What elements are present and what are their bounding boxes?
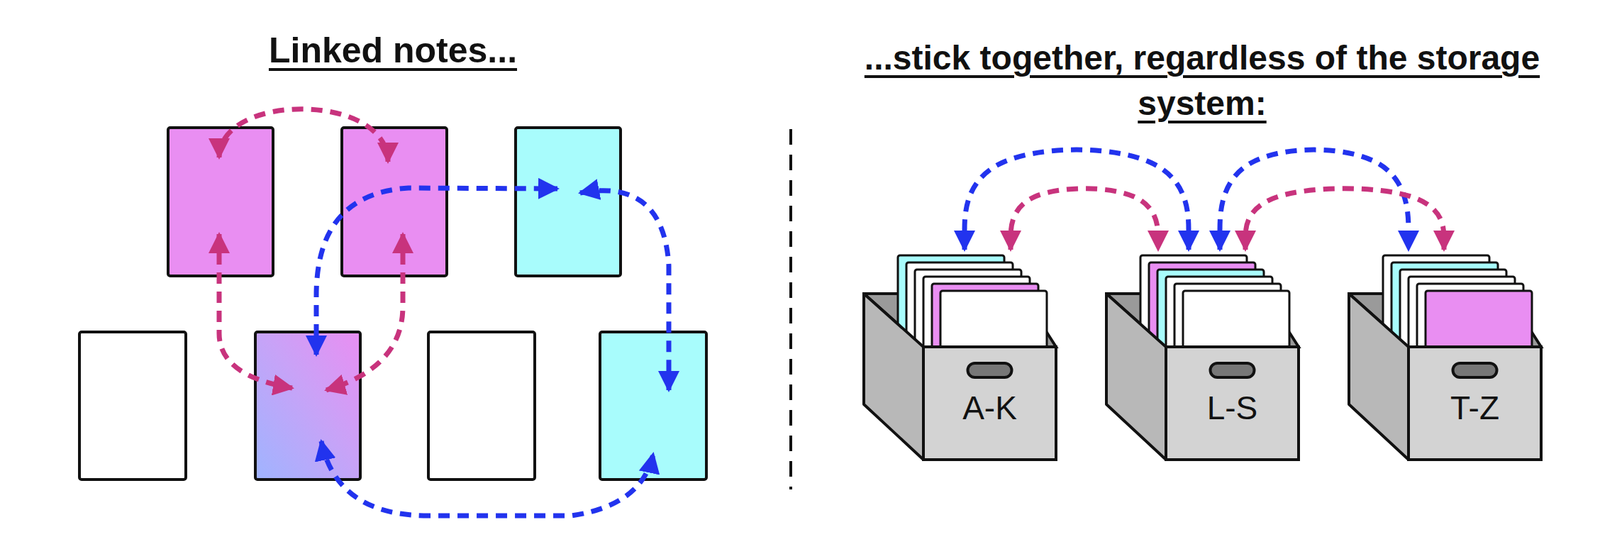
note-card [79,331,186,480]
box-side [1348,293,1409,460]
box-shape [1347,249,1548,465]
note-card [341,127,447,276]
link-arrow [219,109,388,162]
link-arrow [326,234,403,391]
box-front [1165,346,1299,460]
box-label: L-S [1165,388,1299,427]
note-card [255,331,361,480]
link-arrow [219,234,293,388]
box-side [863,293,924,460]
box-shape [1104,249,1305,465]
link-arrow [580,190,669,391]
box-shape [862,249,1063,465]
box-handle [1210,363,1255,378]
link-arrow [1010,188,1159,250]
divider-line [789,129,793,490]
box-handle [968,363,1013,378]
note-card [428,331,535,480]
storage-box: A-K [862,249,1063,465]
link-arrow [316,187,558,355]
box-front [923,346,1057,460]
note-cards [79,127,707,480]
storage-box: T-Z [1347,249,1548,465]
note-card [515,127,621,276]
box-front [1408,346,1542,460]
box-side [1106,293,1166,460]
heading: ...stick together, regardless of the sto… [847,35,1557,127]
box-handle [1453,363,1498,378]
box-label: A-K [923,388,1057,427]
note-links [219,109,669,516]
link-arrow [964,149,1189,250]
link-arrow [1245,188,1444,250]
box-label: T-Z [1408,388,1542,427]
link-arrow [321,441,654,516]
storage-box: L-S [1104,249,1305,465]
link-arrow [1219,149,1409,250]
title: Linked notes... [180,28,606,73]
